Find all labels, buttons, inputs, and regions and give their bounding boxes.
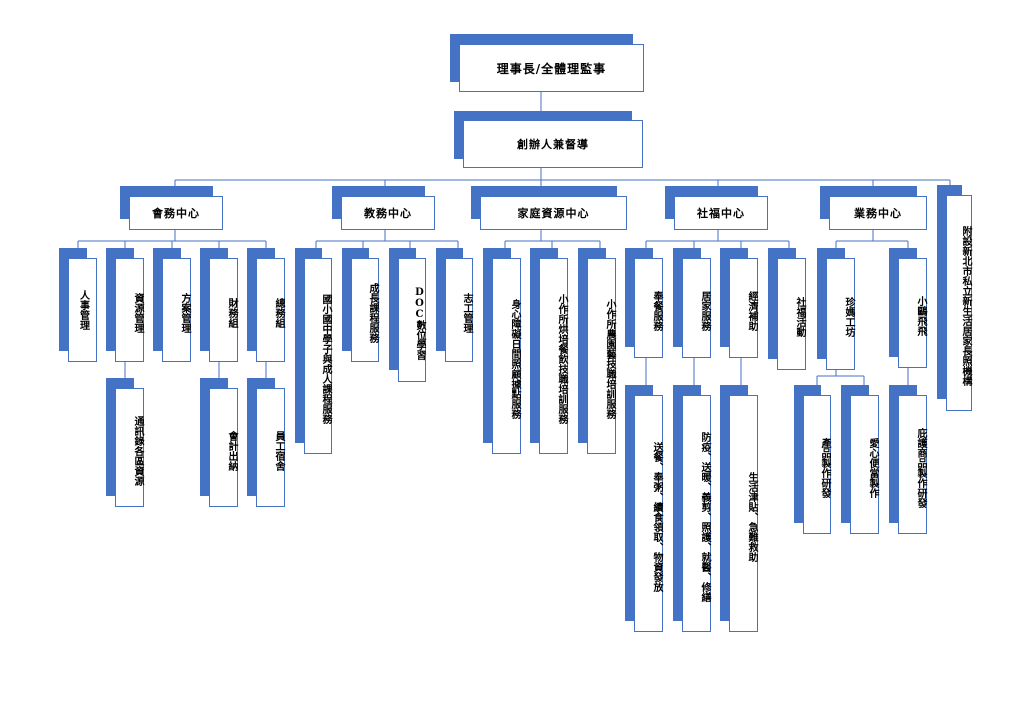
sub-node: 送餐、奉粥、續食領取、物資發放 [625, 385, 663, 632]
unit-node: 珍媽工坊 [817, 248, 855, 370]
unit-node: 奉餐服務 [625, 248, 663, 358]
unit-label: 社福活動 [794, 297, 805, 337]
sub-node: 會計出納 [200, 378, 238, 507]
sub-label: 庇護商品製作研發 [915, 427, 926, 508]
unit-node: 國小國中學子與成人課程服務 [295, 248, 332, 454]
unit-node: 成長課程服務 [342, 248, 379, 362]
center-node-hr: 會務中心 [120, 186, 223, 231]
unit-node: 居家服務 [673, 248, 711, 358]
unit-node: 小鷗飛飛 [889, 248, 927, 368]
unit-label: 資源管理 [132, 293, 143, 333]
sub-label: 通訊錄各區資源 [132, 415, 143, 486]
sub-node: 防疫、送暖、義剪、照護、就醫、修繕 [673, 385, 711, 632]
unit-label: 經濟補助 [746, 291, 757, 331]
unit-node: 方案管理 [153, 248, 191, 362]
unit-label: 國小國中學子與成人課程服務 [320, 294, 331, 424]
root-node: 理事長/全體理監事 [450, 34, 644, 94]
connector-unit-subs [124, 356, 909, 395]
unit-label: 方案管理 [179, 293, 190, 333]
unit-node: 總務組 [247, 248, 285, 362]
unit-node: 財務組 [200, 248, 238, 362]
unit-label: 小鷗飛飛 [915, 296, 926, 336]
unit-label: 小作所農園藝技職培訓服務 [604, 299, 615, 419]
unit-node: 志工管理 [436, 248, 473, 362]
unit-node: 小作所烘培餐飲技職培訓服務 [530, 248, 568, 454]
unit-label: 志工管理 [461, 293, 472, 333]
unit-node: 社福活動 [768, 248, 806, 370]
unit-label: 小作所烘培餐飲技職培訓服務 [556, 294, 567, 424]
unit-label: 成長課程服務 [367, 283, 378, 343]
unit-node: DOC數位學習 [389, 248, 426, 382]
connector-workshop-subs [816, 368, 865, 395]
connector-business-units [835, 229, 909, 258]
unit-label: 總務組 [273, 298, 284, 328]
annex-label: 附設新北市私立新生活居家長照機構 [960, 226, 971, 386]
unit-label: 奉餐服務 [651, 291, 662, 331]
unit-node: 人事管理 [59, 248, 97, 362]
center-label: 社福中心 [697, 207, 745, 220]
connector-supervisor-bus [175, 168, 950, 181]
unit-node: 經濟補助 [720, 248, 758, 358]
sub-label: 防疫、送暖、義剪、照護、就醫、修繕 [699, 431, 710, 602]
sub-label: 員工宿舍 [273, 430, 284, 471]
center-node-welfare: 社福中心 [665, 186, 768, 231]
unit-node: 小作所農園藝技職培訓服務 [578, 248, 616, 454]
center-node-family: 家庭資源中心 [471, 186, 627, 231]
supervisor-node: 創辦人兼督導 [454, 111, 643, 170]
sub-label: 產品製作研發 [819, 437, 830, 498]
supervisor-label: 創辦人兼督導 [517, 138, 589, 151]
unit-label: 居家服務 [699, 291, 710, 331]
center-label: 業務中心 [854, 207, 902, 220]
sub-node: 產品製作研發 [794, 385, 831, 534]
sub-node: 員工宿舍 [247, 378, 285, 507]
root-label: 理事長/全體理監事 [496, 61, 607, 76]
unit-label: 財務組 [226, 298, 237, 328]
unit-node: 身心障礙日間照顧據點服務 [483, 248, 521, 454]
unit-label: 身心障礙日間照顧據點服務 [509, 299, 520, 419]
center-label: 教務中心 [364, 207, 412, 220]
sub-node: 通訊錄各區資源 [106, 378, 144, 507]
annex-node: 附設新北市私立新生活居家長照機構 [937, 185, 972, 411]
center-node-education: 教務中心 [332, 186, 435, 231]
sub-label: 愛心便當製作 [867, 437, 878, 498]
sub-label: 送餐、奉粥、續食領取、物資發放 [651, 441, 662, 592]
sub-node: 生活津貼、急難救助 [720, 385, 758, 632]
unit-label: 人事管理 [77, 290, 89, 330]
sub-node: 庇護商品製作研發 [889, 385, 927, 534]
sub-label: 生活津貼、急難救助 [746, 471, 757, 562]
unit-label: DOC數位學習 [414, 286, 425, 360]
sub-label: 會計出納 [226, 430, 237, 471]
center-label: 家庭資源中心 [517, 207, 590, 220]
unit-node: 資源管理 [106, 248, 144, 362]
center-label: 會務中心 [152, 207, 200, 220]
center-node-business: 業務中心 [820, 186, 927, 231]
sub-node: 愛心便當製作 [841, 385, 879, 534]
unit-label: 珍媽工坊 [843, 297, 854, 337]
